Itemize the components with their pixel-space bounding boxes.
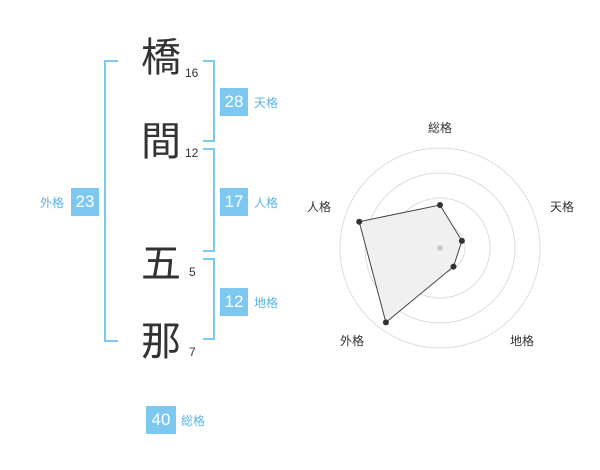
radar-value-polygon bbox=[358, 204, 463, 324]
radar-axis-label-gaikaku: 外格 bbox=[340, 334, 365, 348]
radar-axis-label-chikaku: 地格 bbox=[510, 334, 535, 348]
tenkaku-label: 天格 bbox=[254, 96, 279, 110]
radar-ring-3 bbox=[364, 172, 516, 324]
name-char-2: 間 bbox=[141, 119, 181, 165]
radar-axis-label-soukaku: 総格 bbox=[428, 121, 453, 135]
gaikaku-bracket bbox=[104, 60, 118, 342]
tenkaku-bracket bbox=[203, 60, 215, 142]
radar-center-dot bbox=[437, 245, 443, 251]
name-char-3: 五 bbox=[141, 241, 181, 287]
radar-axis-label-tenkaku: 天格 bbox=[550, 200, 575, 214]
stroke-count-3: 5 bbox=[189, 265, 196, 279]
radar-point-3 bbox=[382, 319, 389, 326]
chikaku-bracket bbox=[203, 258, 215, 340]
jinkaku-bracket bbox=[203, 148, 215, 252]
radar-point-2 bbox=[450, 263, 457, 270]
radar-ring-4 bbox=[339, 147, 541, 349]
chikaku-value: 12 bbox=[220, 288, 248, 316]
stroke-count-1: 16 bbox=[185, 66, 199, 80]
name-char-1: 橋 bbox=[141, 35, 181, 81]
radar-point-0 bbox=[437, 202, 443, 208]
name-char-4: 那 bbox=[141, 319, 181, 365]
jinkaku-label: 人格 bbox=[254, 196, 279, 210]
chikaku-label: 地格 bbox=[254, 296, 279, 310]
gaikaku-label: 外格 bbox=[40, 196, 65, 210]
gaikaku-value: 23 bbox=[71, 188, 99, 216]
radar-axis-label-jinkaku: 人格 bbox=[307, 200, 332, 214]
radar-point-1 bbox=[458, 237, 465, 244]
jinkaku-value: 17 bbox=[220, 188, 248, 216]
stroke-count-4: 7 bbox=[189, 345, 196, 359]
soukaku-value: 40 bbox=[146, 406, 176, 434]
soukaku-label: 総格 bbox=[181, 414, 206, 428]
tenkaku-value: 28 bbox=[220, 88, 248, 116]
stroke-count-2: 12 bbox=[185, 146, 199, 160]
radar-point-4 bbox=[356, 218, 363, 225]
